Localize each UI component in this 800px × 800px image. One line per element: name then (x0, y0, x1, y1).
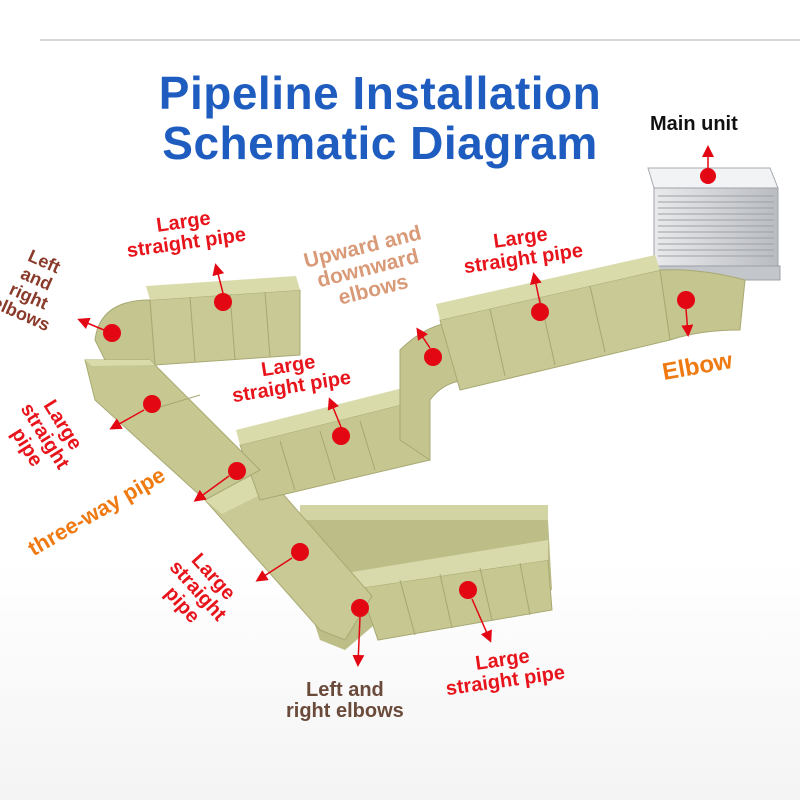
marker-updown-elbows (424, 348, 442, 366)
marker-large-pipe-top-left (214, 293, 232, 311)
marker-left-right-elbows-bottom (351, 599, 369, 617)
marker-large-pipe-bottom-right (459, 581, 477, 599)
marker-large-pipe-middle (332, 427, 350, 445)
label-left-right-elbows-bottom-line1: Left and (306, 679, 384, 701)
title-line-1: Pipeline Installation (158, 67, 602, 119)
marker-left-right-elbows-top (103, 324, 121, 342)
label-left-right-elbows-bottom: Left and right elbows (286, 680, 404, 722)
label-left-right-elbows-bottom-line2: right elbows (286, 700, 404, 722)
title-line-2: Schematic Diagram (162, 117, 598, 169)
marker-large-pipe-top-right (531, 303, 549, 321)
marker-three-way-pipe (228, 462, 246, 480)
duct-network (84, 255, 746, 650)
marker-large-pipe-lower (291, 543, 309, 561)
marker-large-pipe-left-vertical (143, 395, 161, 413)
marker-elbow (677, 291, 695, 309)
main-unit-cooler (647, 167, 781, 281)
label-main-unit: Main unit (650, 113, 738, 135)
markers (77, 145, 716, 667)
marker-main-unit (700, 168, 716, 184)
